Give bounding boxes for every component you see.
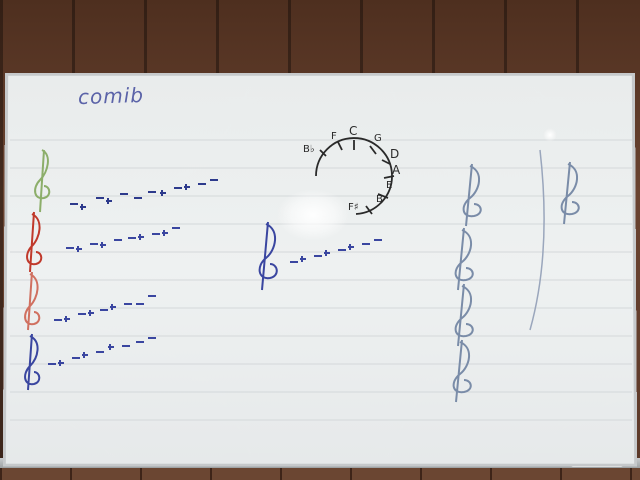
treble-clef-blue-left xyxy=(24,333,41,391)
circle-label-f: F xyxy=(331,131,337,142)
board-title: comib xyxy=(77,82,145,110)
scale-row-4 xyxy=(48,337,156,366)
circle-label-e: E xyxy=(386,180,393,191)
treble-clef-green xyxy=(34,149,51,213)
scale-row-3 xyxy=(54,295,156,322)
circle-label-c: C xyxy=(349,124,358,138)
circle-of-fifths xyxy=(315,137,395,215)
circle-label-a: A xyxy=(392,163,401,177)
treble-clef-right-1 xyxy=(462,163,482,227)
barline-divider xyxy=(529,149,545,331)
treble-clef-right-3 xyxy=(454,283,474,347)
treble-clef-red-2 xyxy=(24,271,41,331)
treble-clef-far-right xyxy=(560,161,580,225)
faint-staff-lines xyxy=(10,139,632,421)
light-glare xyxy=(278,190,348,240)
light-glare-small xyxy=(543,128,557,142)
treble-clef-right-4 xyxy=(452,339,472,403)
circle-label-d: D xyxy=(390,147,400,161)
treble-clef-right-2 xyxy=(454,227,474,291)
treble-clef-red xyxy=(26,211,43,273)
scale-row-1 xyxy=(70,179,218,210)
treble-clef-center xyxy=(258,221,278,291)
scale-row-center xyxy=(290,239,382,263)
circle-label-b: B xyxy=(376,194,383,205)
scale-row-2 xyxy=(66,227,180,252)
circle-label-f-sharp: F♯ xyxy=(348,202,359,213)
circle-label-b-flat: B♭ xyxy=(303,144,315,155)
circle-label-g: G xyxy=(374,133,382,144)
